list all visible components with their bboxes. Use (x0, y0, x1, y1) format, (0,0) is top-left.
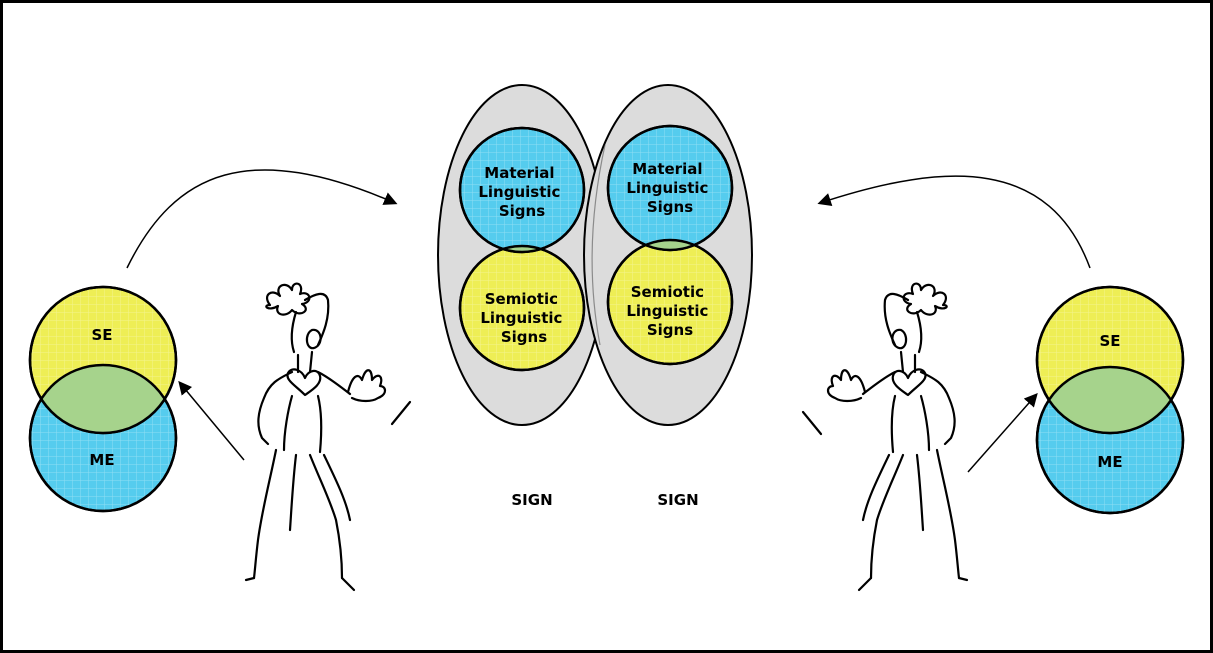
overlap-lens-right-person (1037, 367, 1183, 433)
material-label-right: Material Linguistic Signs (626, 160, 713, 216)
outline (606, 238, 734, 366)
me-label-right: ME (1097, 453, 1122, 471)
grid-texture (460, 246, 584, 370)
oval-edge (591, 144, 606, 346)
semiotic-label-right: Semiotic Linguistic Signs (626, 283, 713, 339)
left-person-figure (244, 282, 412, 592)
grid-texture (608, 240, 732, 364)
se-label-right: SE (1099, 332, 1120, 350)
outline (1035, 285, 1185, 435)
outline (458, 126, 586, 254)
sign-label-right: SIGN (657, 491, 698, 509)
grid-texture (608, 126, 732, 250)
outline (1035, 365, 1185, 515)
arrow-right-person-to-circles (967, 392, 1038, 473)
left-se-me-circles: SE ME (28, 285, 178, 513)
outline (28, 363, 178, 513)
arrow-right-circles-to-sign (817, 175, 1091, 269)
grid-texture (460, 128, 584, 252)
se-label-left: SE (91, 326, 112, 344)
central-signs: Material Linguistic Signs Material Lingu… (437, 84, 753, 509)
arrows (126, 169, 1091, 473)
overlap-lens-left-person (30, 365, 176, 433)
sign-label-left: SIGN (511, 491, 552, 509)
outline (458, 244, 586, 372)
semiotic-label-left: Semiotic Linguistic Signs (480, 290, 567, 346)
material-label-left: Material Linguistic Signs (478, 164, 565, 220)
right-person-figure (801, 282, 969, 592)
arrow-left-circles-to-sign (126, 169, 398, 269)
right-se-me-circles: SE ME (1035, 285, 1185, 515)
outline (606, 124, 734, 252)
outline (28, 285, 178, 435)
arrow-left-person-to-circles (178, 380, 245, 461)
me-label-left: ME (89, 451, 114, 469)
